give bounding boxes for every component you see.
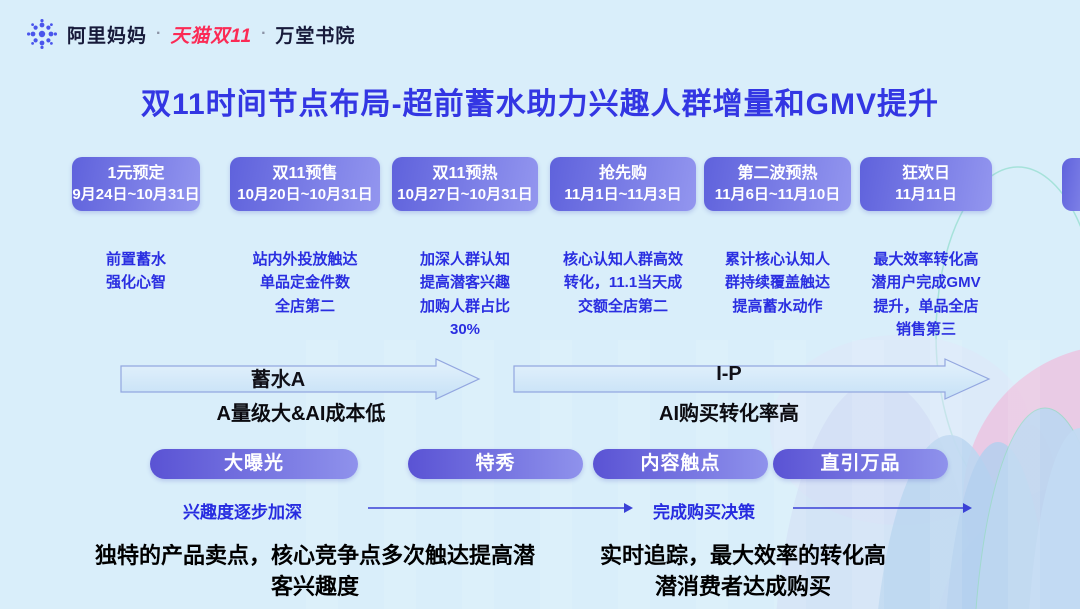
stage-name: 狂欢日 (901, 165, 950, 182)
stage-description: 最大效率转化高 潜用户完成GMV 提升，单品全店 销售第三 (871, 251, 981, 338)
phase-arrow-left (120, 358, 481, 400)
stage-column-4: 抢先购 11月1日~11月3日 核心认知人群高效 转化，11.1当天成 交额全店… (550, 157, 696, 318)
product-pill-texiu: 特秀 (408, 449, 583, 479)
logo-event-text: 天猫双11 (170, 25, 253, 47)
stage-dates: 11月11日 (895, 185, 957, 203)
phase-label-left: 蓄水A (250, 369, 306, 391)
bottom-note-right: 实时追踪，最大效率的转化高 潜消费者达成购买 (599, 543, 886, 599)
stage-dates: 11月6日~11月10日 (714, 185, 841, 203)
stage-column-1: 1元预定 9月24日~10月31日 前置蓄水 强化心智 (72, 157, 200, 295)
stage-description: 核心认知人群高效 转化，11.1当天成 交额全店第二 (562, 251, 683, 315)
logo-academy-text: 万堂书院 (275, 25, 356, 47)
stage-column-3: 双11预热 10月27日~10月31日 加深人群认知 提高潜客兴趣 加购人群占比… (392, 157, 538, 341)
stage-description: 站内外投放触达 单品定金件数 全店第二 (252, 251, 358, 315)
journey-arrow-icon (368, 503, 633, 513)
alimama-logo-icon (27, 19, 57, 49)
stage-description: 加深人群认知 提高潜客兴趣 加购人群占比 30% (419, 251, 510, 338)
stage-dates: 9月24日~10月31日 (72, 185, 200, 203)
stage-name: 第二波预热 (737, 165, 818, 182)
page-title: 双11时间节点布局-超前蓄水助力兴趣人群增量和GMV提升 (140, 88, 940, 121)
product-pill-daboguang: 大曝光 (150, 449, 358, 479)
stage-name: 双11预热 (432, 165, 498, 182)
logo-separator: · (156, 25, 162, 42)
stage-box: 双11预售 10月20日~10月31日 (230, 157, 380, 211)
logo-separator: · (261, 25, 267, 42)
stage-box: 狂欢日 11月11日 (860, 157, 992, 211)
journey-arrow-icon (793, 503, 972, 513)
stage-description: 累计核心认知人 群持续覆盖触达 提高蓄水动作 (724, 251, 830, 315)
stage-name: 1元预定 (107, 165, 165, 182)
stage-box: 抢先购 11月1日~11月3日 (550, 157, 696, 211)
bottom-note-left: 独特的产品卖点，核心竞争点多次触达提高潜 客兴趣度 (94, 543, 535, 599)
phase-label-right: I-P (716, 363, 742, 385)
stage-description: 前置蓄水 强化心智 (105, 251, 166, 292)
product-pill-zhiyinwanpin: 直引万品 (773, 449, 948, 479)
journey-label-purchase: 完成购买决策 (653, 503, 755, 522)
logo-brand-text: 阿里妈妈 (67, 25, 148, 47)
stage-dates: 10月20日~10月31日 (237, 185, 373, 203)
product-pill-neirongchudian: 内容触点 (593, 449, 768, 479)
stage-name: 双11预售 (272, 165, 338, 182)
stage-column-2: 双11预售 10月20日~10月31日 站内外投放触达 单品定金件数 全店第二 (230, 157, 380, 318)
stage-box: 双11预热 10月27日~10月31日 (392, 157, 538, 211)
stage-column-5: 第二波预热 11月6日~11月10日 累计核心认知人 群持续覆盖触达 提高蓄水动… (704, 157, 851, 318)
phase-note-right: AI购买转化率高 (659, 403, 799, 425)
stage-box: 1元预定 9月24日~10月31日 (72, 157, 200, 211)
stage-box: 第二波预热 11月6日~11月10日 (704, 157, 851, 211)
stage-column-6: 狂欢日 11月11日 最大效率转化高 潜用户完成GMV 提升，单品全店 销售第三 (860, 157, 992, 341)
stage-name: 抢先购 (598, 165, 647, 182)
stage-box-partial (1062, 158, 1080, 211)
stage-dates: 10月27日~10月31日 (397, 185, 533, 203)
journey-label-interest: 兴趣度逐步加深 (183, 503, 302, 522)
header-logo: 阿里妈妈 · 天猫双11 · 万堂书院 (26, 18, 355, 50)
stage-dates: 11月1日~11月3日 (564, 185, 682, 203)
phase-note-left: A量级大&AI成本低 (216, 403, 386, 425)
